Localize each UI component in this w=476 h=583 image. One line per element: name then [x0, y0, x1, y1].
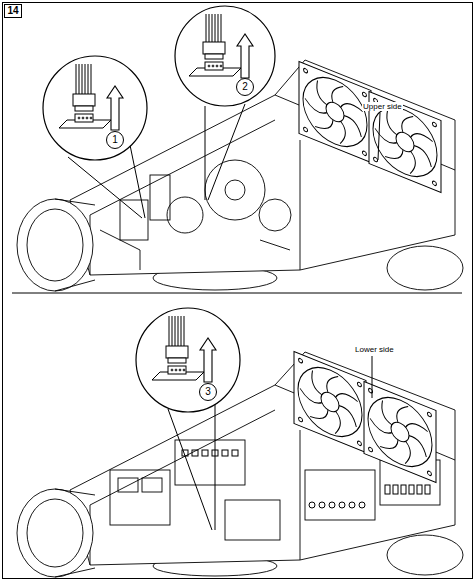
leader-lines — [68, 104, 380, 530]
callout-number: 3 — [199, 383, 217, 401]
figure-number-text: 14 — [7, 6, 18, 16]
detail-view — [136, 308, 240, 412]
fan — [299, 61, 371, 162]
side-label: Upper side — [362, 102, 403, 111]
callout-number: 2 — [236, 78, 254, 96]
side-label: Lower side — [354, 345, 395, 354]
callout-number-text: 1 — [112, 135, 118, 145]
detail-view — [175, 6, 275, 106]
fans — [294, 61, 441, 482]
fan — [294, 351, 366, 452]
callout-number: 1 — [106, 131, 124, 149]
figure-number: 14 — [4, 4, 22, 18]
detail-view — [43, 56, 147, 160]
figure-frame — [3, 3, 473, 579]
callout-number-text: 3 — [205, 387, 211, 397]
callout-number-text: 2 — [242, 82, 248, 92]
fan — [364, 381, 436, 482]
detail-views — [43, 6, 275, 412]
fixture-lower — [17, 352, 463, 577]
fixture-upper — [17, 60, 463, 291]
divider — [12, 293, 462, 294]
